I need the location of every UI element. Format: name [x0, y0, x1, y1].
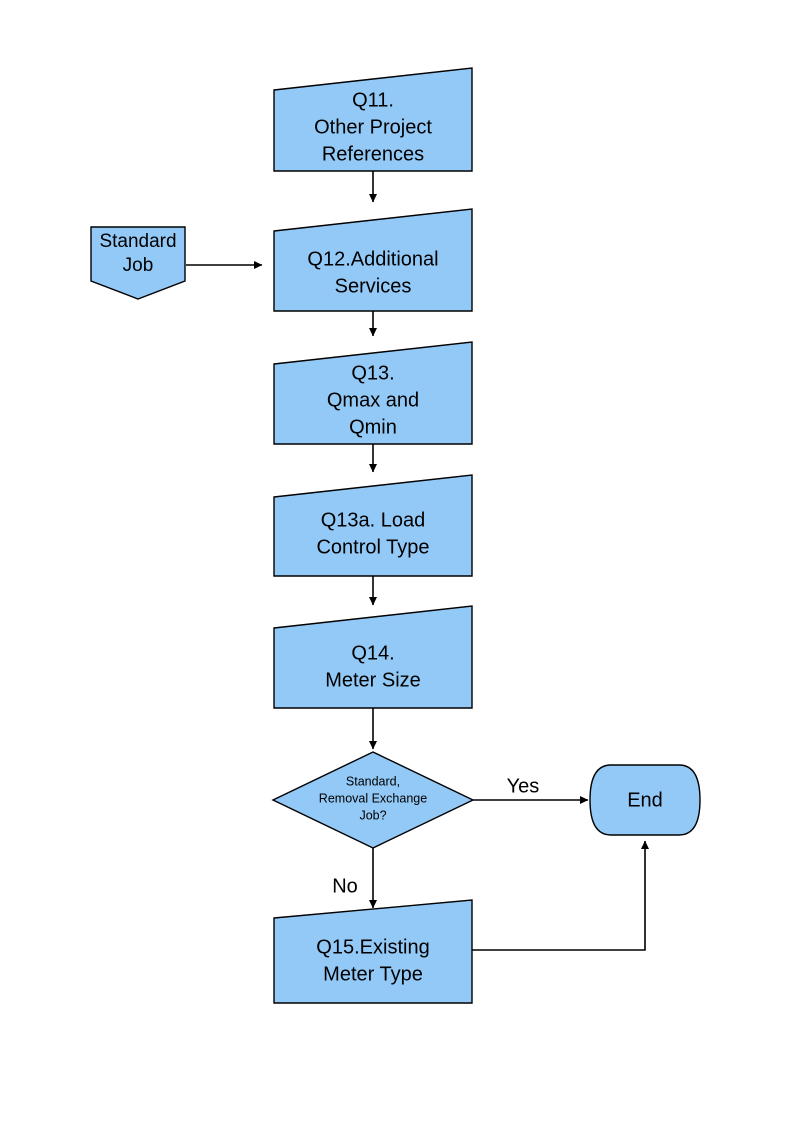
node-decision-line-1: Standard,: [346, 774, 400, 788]
node-q14-shape[interactable]: [273, 605, 473, 709]
node-q14[interactable]: Q14. Meter Size: [273, 605, 473, 709]
node-end[interactable]: End: [589, 764, 701, 836]
node-standard-job[interactable]: Standard Job: [90, 226, 186, 300]
node-standard-job-line-2: Job: [123, 255, 154, 276]
node-q14-line-1: Q14.: [351, 642, 394, 664]
node-end-label: End: [627, 789, 663, 811]
node-end-shape[interactable]: [589, 764, 701, 836]
node-q13-line-2: Qmax and: [327, 389, 419, 411]
node-standard-job-shape[interactable]: [90, 226, 186, 300]
node-q13a[interactable]: Q13a. Load Control Type: [273, 474, 473, 577]
node-q12-line-2: Services: [335, 275, 412, 297]
node-q15-shape[interactable]: [273, 899, 473, 1004]
node-standard-job-line-1: Standard: [99, 231, 176, 252]
node-q12-shape[interactable]: [273, 208, 473, 312]
edge-q15-to-end: [472, 840, 650, 951]
node-q14-line-2: Meter Size: [325, 669, 421, 691]
node-decision[interactable]: Standard, Removal Exchange Job?: [271, 751, 475, 849]
node-q12-line-1: Q12.Additional: [307, 248, 438, 270]
node-q13-line-1: Q13.: [351, 362, 394, 384]
edge-label-yes: Yes: [507, 775, 540, 797]
node-decision-shape[interactable]: [271, 751, 475, 849]
node-q11[interactable]: Q11. Other Project References: [273, 67, 473, 172]
node-q13a-line-2: Control Type: [316, 536, 429, 558]
node-q12[interactable]: Q12.Additional Services: [273, 208, 473, 312]
node-q15-line-2: Meter Type: [323, 963, 423, 985]
node-q11-line-3: References: [322, 143, 424, 165]
node-q11-line-1: Q11.: [352, 89, 394, 111]
edge-label-no: No: [332, 875, 358, 897]
node-decision-line-2: Removal Exchange: [319, 791, 427, 805]
node-q13-line-3: Qmin: [349, 416, 397, 438]
node-q11-line-2: Other Project: [314, 116, 432, 138]
connectors-layer: [186, 171, 650, 951]
node-q13-shape[interactable]: [273, 341, 473, 445]
node-q13[interactable]: Q13. Qmax and Qmin: [273, 341, 473, 445]
node-q13a-shape[interactable]: [273, 474, 473, 577]
edge-labels-layer: Yes No: [332, 775, 539, 897]
node-decision-line-3: Job?: [359, 808, 386, 822]
node-q11-shape[interactable]: [273, 67, 473, 172]
node-q15[interactable]: Q15.Existing Meter Type: [273, 899, 473, 1004]
node-q15-line-1: Q15.Existing: [316, 936, 429, 958]
node-q13a-line-1: Q13a. Load: [321, 509, 426, 531]
